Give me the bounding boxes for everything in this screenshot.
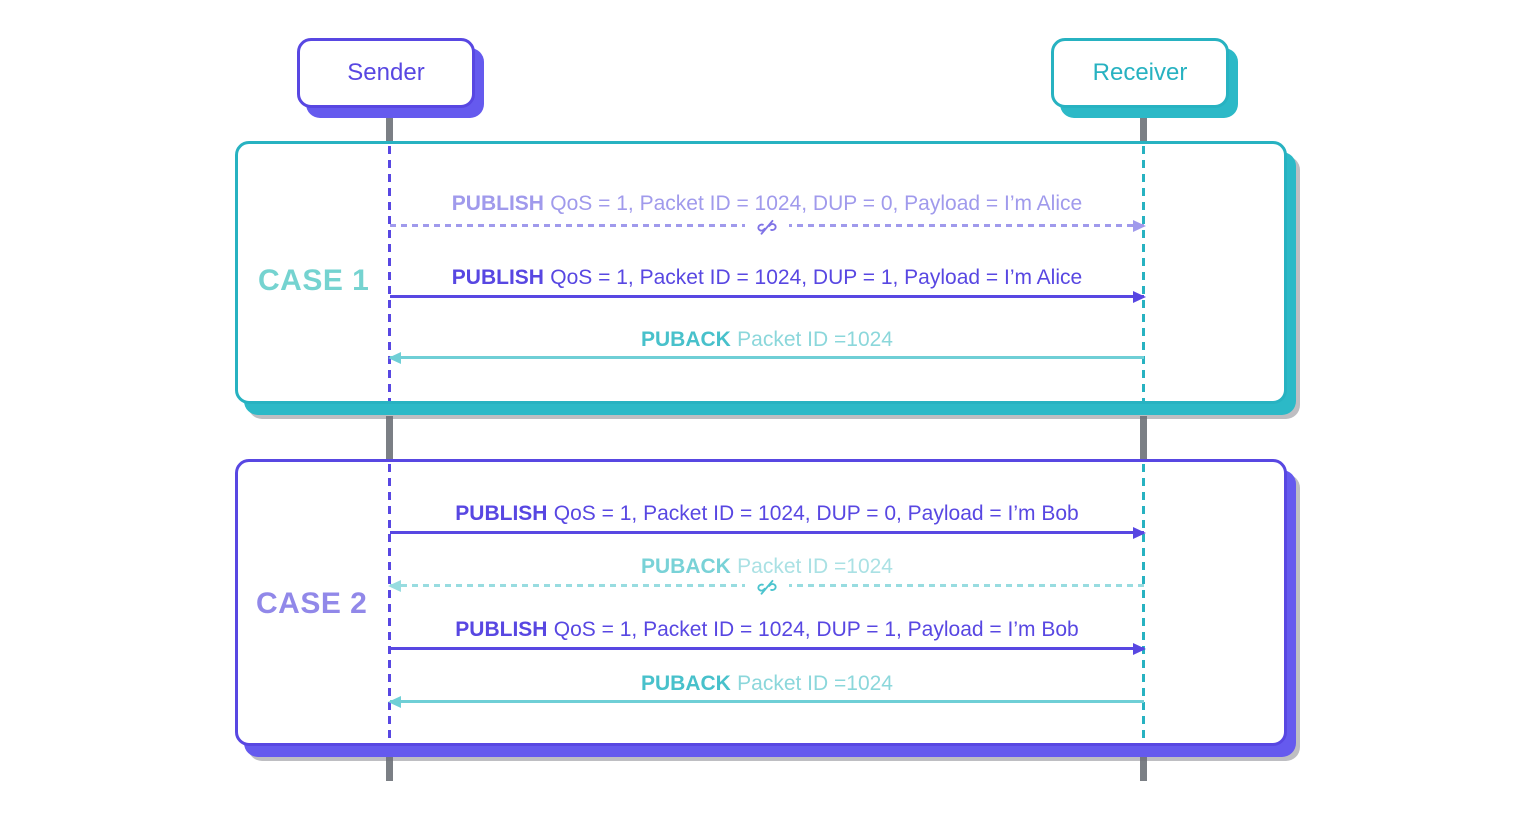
message-keyword: PUBACK <box>641 328 731 351</box>
arrowhead-right-icon <box>1133 219 1146 232</box>
sender-lifeline-segment <box>386 118 393 142</box>
sender-label: Sender <box>347 59 425 86</box>
message-arrow <box>390 215 1146 238</box>
receiver-actor-box: Receiver <box>1051 38 1229 108</box>
message-arrow <box>390 290 1146 303</box>
case1-panel <box>235 141 1287 404</box>
case2-panel <box>235 459 1287 746</box>
case2-label: CASE 2 <box>256 587 368 620</box>
message-detail: Packet ID =1024 <box>737 555 893 578</box>
arrowhead-left-icon <box>388 351 401 364</box>
message-keyword: PUBLISH <box>451 266 544 289</box>
message-detail: QoS = 1, Packet ID = 1024, DUP = 1, Payl… <box>553 618 1079 641</box>
sender-lifeline-segment <box>386 416 393 459</box>
arrowhead-left-icon <box>388 579 401 592</box>
receiver-lifeline-segment <box>1140 416 1147 459</box>
message-text: PUBACK Packet ID =1024 <box>390 555 1144 579</box>
message-text: PUBACK Packet ID =1024 <box>390 328 1144 352</box>
message-detail: QoS = 1, Packet ID = 1024, DUP = 1, Payl… <box>550 266 1083 289</box>
arrowhead-right-icon <box>1133 290 1146 303</box>
receiver-lifeline-dashed <box>1142 146 1145 401</box>
message-arrow <box>390 526 1146 539</box>
broken-link-icon <box>745 575 789 598</box>
message-arrow <box>388 575 1144 598</box>
message-arrow <box>388 351 1144 364</box>
message-detail: Packet ID =1024 <box>737 328 893 351</box>
case1-label: CASE 1 <box>258 264 370 297</box>
sender-lifeline-dashed <box>388 146 391 401</box>
receiver-label: Receiver <box>1092 59 1188 86</box>
arrowhead-right-icon <box>1133 642 1146 655</box>
message-arrow <box>390 642 1146 655</box>
message-text: PUBACK Packet ID =1024 <box>390 672 1144 696</box>
message-detail: QoS = 1, Packet ID = 1024, DUP = 0, Payl… <box>553 502 1079 525</box>
message-keyword: PUBLISH <box>451 192 544 215</box>
receiver-lifeline-dashed <box>1142 464 1145 743</box>
message-keyword: PUBACK <box>641 672 731 695</box>
arrowhead-left-icon <box>388 695 401 708</box>
message-detail: QoS = 1, Packet ID = 1024, DUP = 0, Payl… <box>550 192 1083 215</box>
broken-link-icon <box>745 215 789 238</box>
message-keyword: PUBLISH <box>455 502 548 525</box>
arrowhead-right-icon <box>1133 526 1146 539</box>
sender-lifeline-dashed <box>388 464 391 743</box>
message-text: PUBLISH QoS = 1, Packet ID = 1024, DUP = … <box>390 192 1144 216</box>
message-text: PUBLISH QoS = 1, Packet ID = 1024, DUP = … <box>390 266 1144 290</box>
message-arrow <box>388 695 1144 708</box>
sender-actor-box: Sender <box>297 38 475 108</box>
receiver-lifeline-segment <box>1140 118 1147 142</box>
sender-lifeline-segment <box>386 757 393 781</box>
message-keyword: PUBACK <box>641 555 731 578</box>
message-keyword: PUBLISH <box>455 618 548 641</box>
message-detail: Packet ID =1024 <box>737 672 893 695</box>
receiver-lifeline-segment <box>1140 757 1147 781</box>
